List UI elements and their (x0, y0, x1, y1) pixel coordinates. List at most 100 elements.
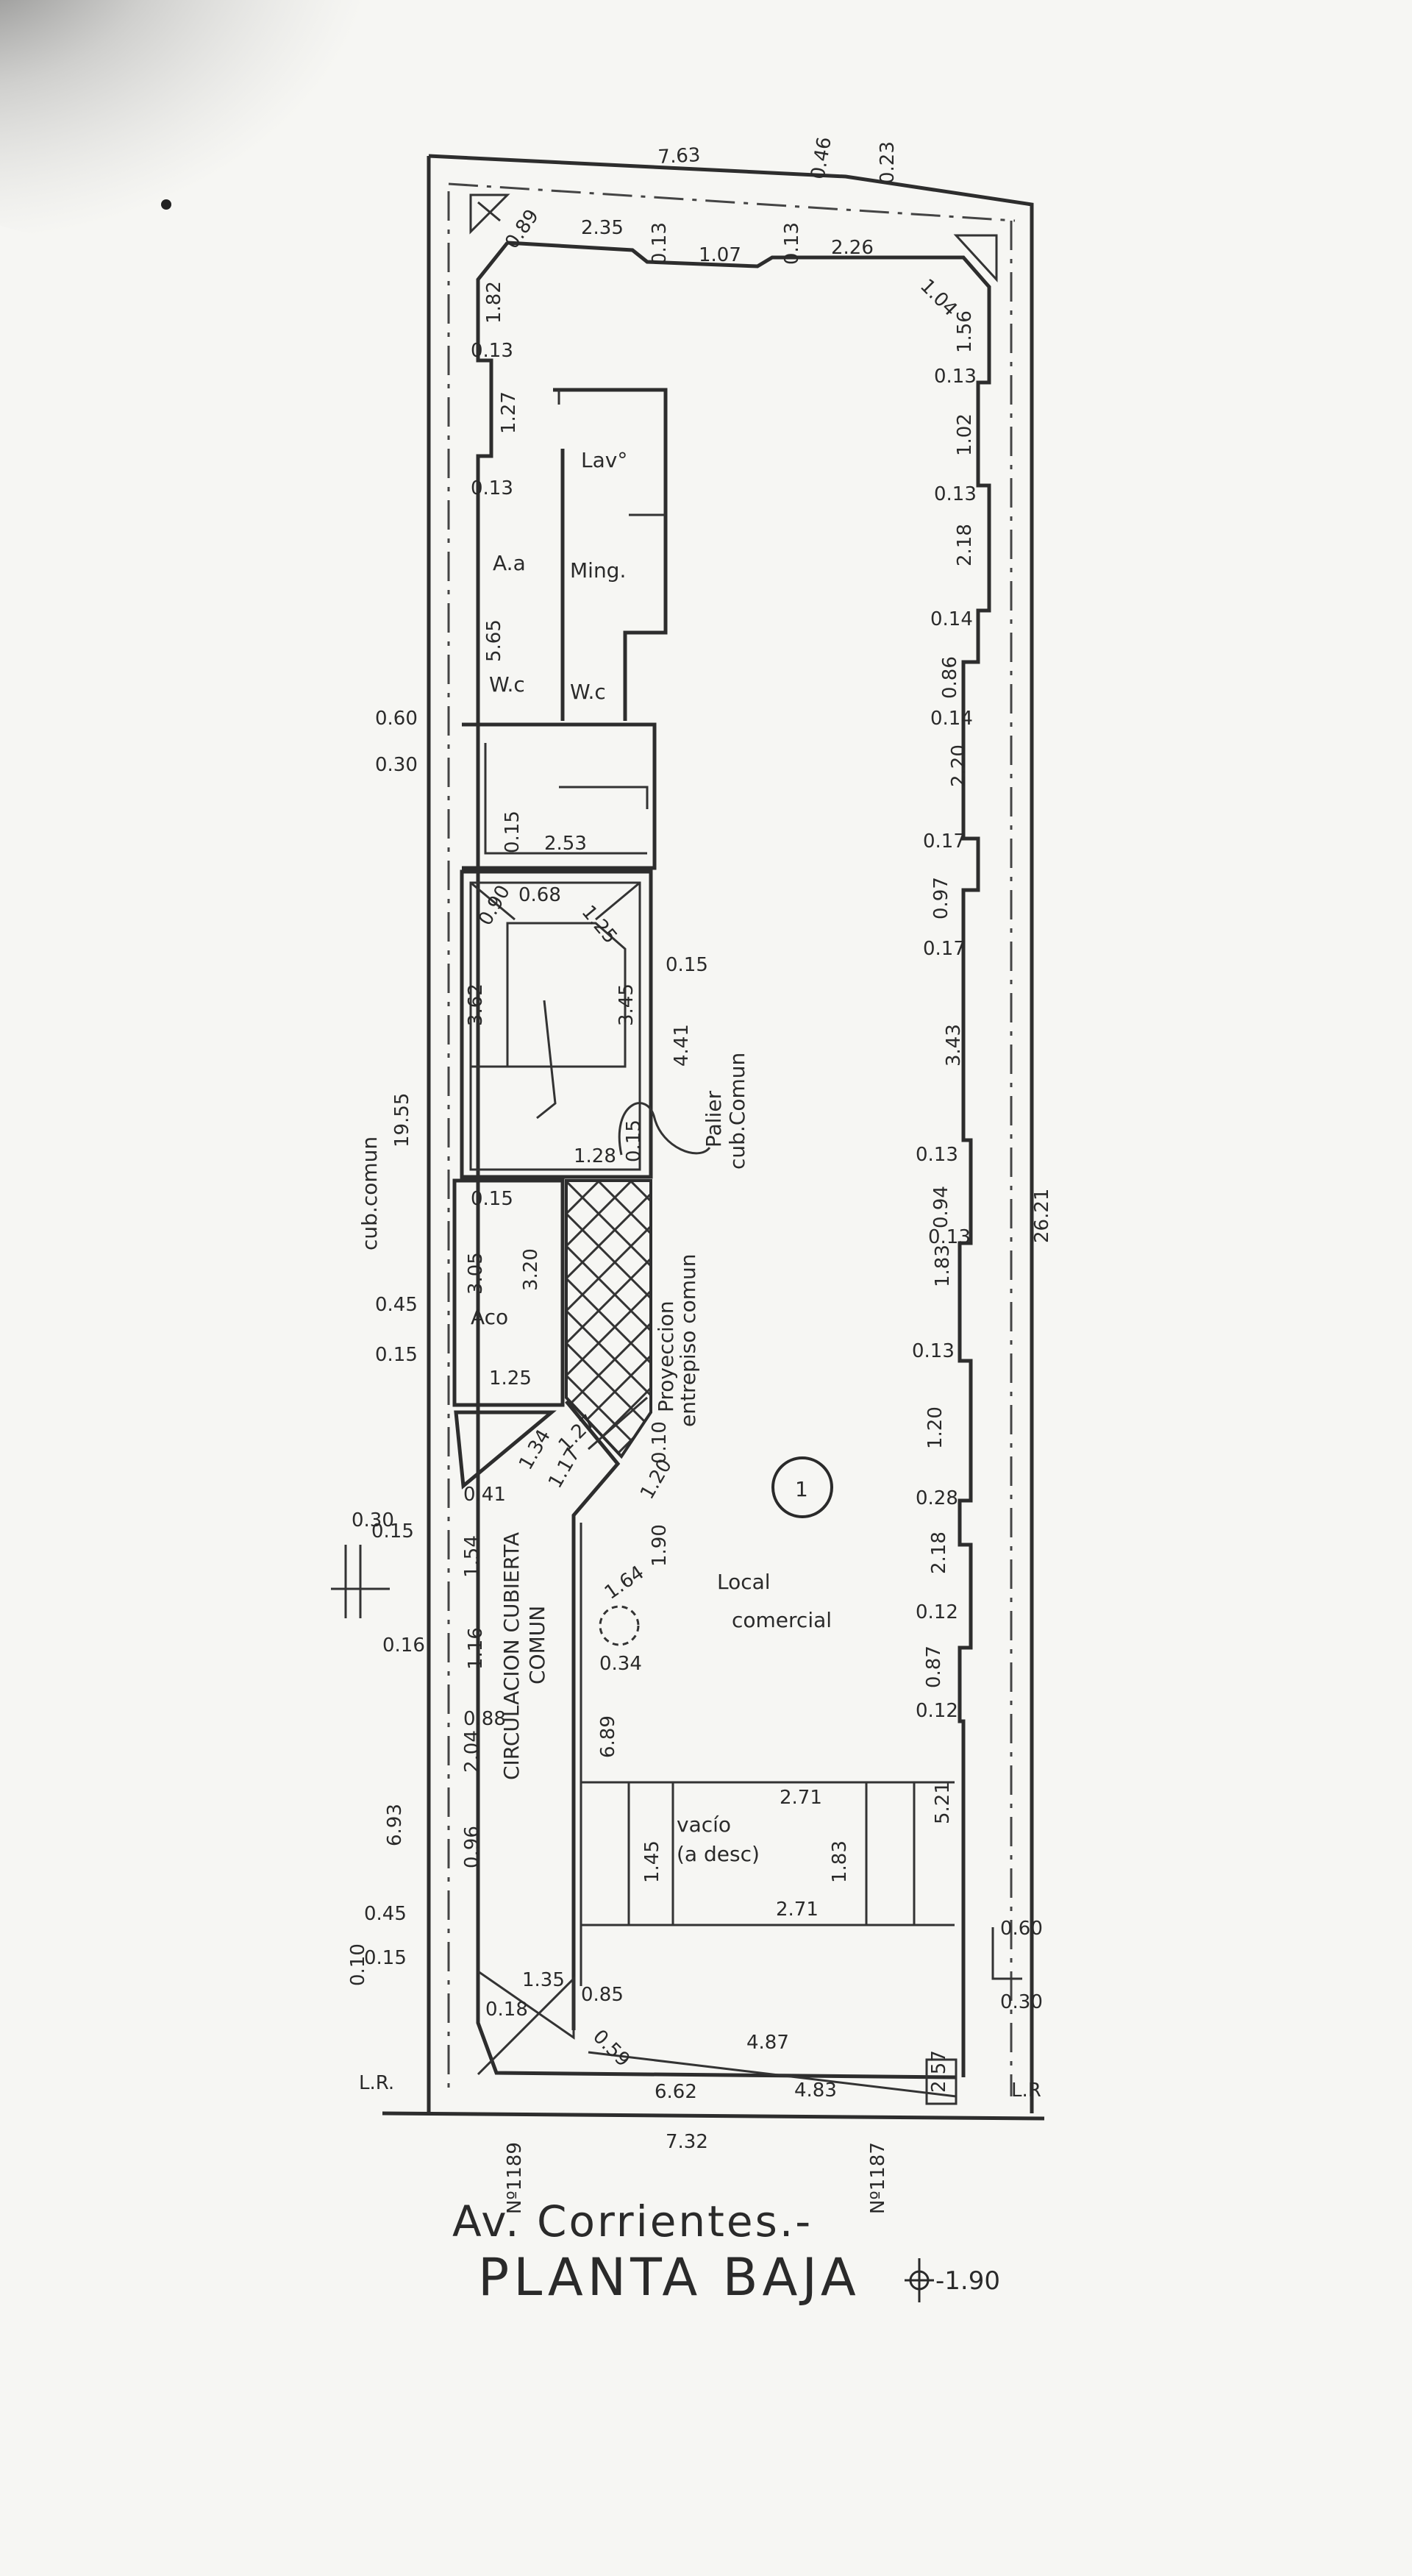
dimension-label: 0.13 (934, 366, 977, 388)
dimension-label: 2.20 (948, 744, 970, 787)
dimension-label: 0.96 (461, 1826, 483, 1868)
dimension-label: 1.35 (522, 1969, 565, 1991)
room-wc-1: W.c (489, 672, 525, 697)
room-lavatory: Lav° (581, 448, 627, 472)
dimension-label: 2.71 (776, 1899, 819, 1921)
dimension-label: 1.07 (699, 244, 741, 266)
dimension-label: 1.64 (601, 1562, 649, 1604)
dimension-label: 1.02 (954, 413, 976, 456)
unit-number: 1 (795, 1477, 808, 1501)
room-aco: Aco (471, 1305, 508, 1329)
dimension-label: 3.43 (943, 1024, 965, 1067)
room-landing-1: Palier (702, 1090, 726, 1148)
level-marker-icon (905, 2258, 934, 2302)
dimension-label: 0.68 (518, 884, 561, 906)
room-void-2: (a desc) (677, 1842, 760, 1866)
dimension-label: 2.18 (954, 524, 976, 566)
room-corridor-2: COMUN (525, 1606, 549, 1684)
dimension-label: 0.15 (502, 811, 524, 853)
dimension-label: 2.53 (544, 833, 587, 855)
building-walls (331, 193, 1022, 2105)
dimension-label: 4.41 (671, 1024, 693, 1067)
dimension-label: 1.25 (489, 1367, 532, 1390)
room-projection-1: Proyeccion (654, 1301, 678, 1412)
dimension-label: 0.88 (463, 1708, 506, 1730)
dimension-label: 1.27 (498, 391, 520, 434)
scan-speck (161, 199, 171, 210)
room-wc-2: W.c (570, 680, 606, 704)
dimension-label: 0.45 (375, 1294, 418, 1316)
dimension-label: 1.90 (649, 1524, 671, 1567)
dimension-label: 0.97 (930, 877, 952, 919)
dimension-label: 3.20 (520, 1248, 542, 1291)
dimension-label: 1.34 (515, 1426, 555, 1473)
dimension-label: 0.12 (916, 1601, 958, 1623)
dimension-label: 1.16 (465, 1627, 487, 1670)
room-landing-2: cub.Comun (725, 1053, 749, 1170)
dimension-label: 0.30 (352, 1509, 394, 1531)
label-lr-right: L.R (1011, 2079, 1041, 2102)
dimension-label: 0.85 (581, 1984, 624, 2006)
dimension-label: 0.15 (471, 1188, 513, 1210)
dimension-label: 0.10 (649, 1421, 671, 1464)
dimension-label: 1.83 (829, 1840, 851, 1883)
dimension-label: 0.34 (599, 1653, 642, 1675)
dimension-label: 0.28 (916, 1487, 958, 1509)
dimension-label: 6.89 (597, 1715, 619, 1758)
dimension-label: 2.35 (581, 217, 624, 239)
dimension-label: 0.15 (623, 1120, 645, 1162)
dimension-label: 0.13 (471, 340, 513, 362)
dimension-label: 0.15 (364, 1947, 407, 1969)
dimension-label: 2.26 (831, 237, 874, 259)
dimension-label: 1.54 (461, 1535, 483, 1578)
street-name: Av. Corrientes.- (452, 2196, 813, 2246)
dimension-label: 3.05 (465, 1252, 487, 1295)
dimension-label: 1.17 (544, 1444, 585, 1492)
dimension-label: 7.63 (657, 144, 701, 168)
label-number-1189: Nº1189 (504, 2142, 526, 2214)
dimension-label: 0.60 (375, 708, 418, 730)
dimension-label: 0.30 (375, 754, 418, 776)
dimension-label: 1.56 (954, 310, 976, 353)
dimension-label: 4.87 (746, 2032, 789, 2054)
dimension-label: 0.14 (930, 608, 973, 630)
dimension-label: 0.86 (939, 656, 961, 699)
room-corridor-1: CIRCULACION CUBIERTA (499, 1532, 524, 1780)
dimension-label: 0.87 (923, 1645, 945, 1688)
room-shop-1: Local (717, 1570, 771, 1594)
dimension-label: 26.21 (1031, 1189, 1053, 1243)
dimension-label: 0.17 (923, 830, 966, 853)
dimension-label: 0.13 (912, 1340, 955, 1362)
dimension-label: 0.13 (649, 222, 671, 265)
level-label: -1.90 (935, 2266, 1000, 2296)
dimension-label: 0.60 (1000, 1918, 1043, 1940)
dimension-label: 2.04 (461, 1730, 483, 1773)
room-projection-2: entrepiso comun (676, 1253, 700, 1427)
dimension-label: 0.15 (371, 1520, 414, 1543)
dimension-label: 0.13 (471, 477, 513, 499)
dimension-label: 3.45 (616, 983, 638, 1026)
unit-number-circle (771, 1456, 833, 1518)
room-antechamber: A.a (493, 551, 526, 575)
plan-title: PLANTA BAJA (478, 2247, 860, 2308)
dimension-label: 6.62 (655, 2081, 697, 2103)
dimension-label: 0.15 (375, 1344, 418, 1366)
dimension-label: 5.21 (932, 1782, 954, 1824)
dimension-label: 0.41 (463, 1484, 506, 1506)
dimension-label: 2.57 (928, 2050, 950, 2093)
dimension-label: 0.17 (923, 938, 966, 960)
dimension-label: 0.15 (666, 954, 708, 976)
dimension-label: 19.55 (391, 1093, 413, 1148)
dimension-label: 5.65 (483, 619, 505, 662)
scan-smudge (0, 0, 375, 243)
lot-boundary (382, 154, 1045, 2121)
dimension-label: 2.71 (780, 1787, 822, 1809)
dimension-label: 6.93 (384, 1804, 406, 1846)
dimension-label: 0.16 (382, 1634, 425, 1657)
dimension-label: 0.13 (934, 483, 977, 505)
dimension-label: 7.32 (666, 2131, 708, 2153)
dimension-label: 1.45 (641, 1840, 663, 1883)
dimension-label: 3.62 (465, 983, 487, 1026)
label-lr-left: L.R. (359, 2072, 394, 2094)
